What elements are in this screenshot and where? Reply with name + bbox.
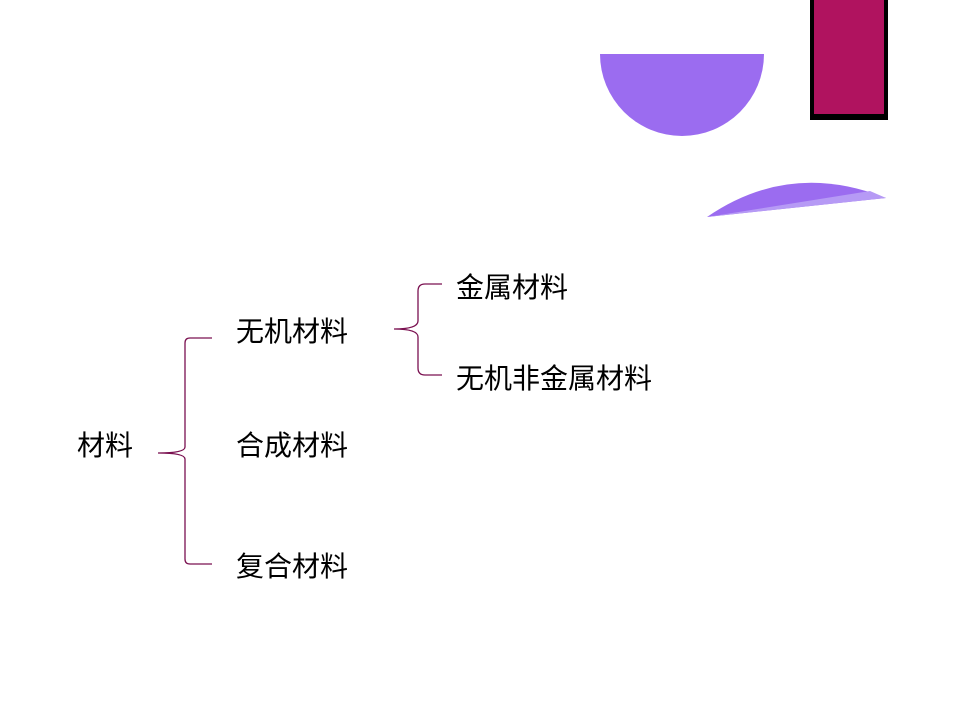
purple-wedge xyxy=(707,182,886,217)
inorganic-brace xyxy=(393,283,442,376)
inorganic-material-label: 无机材料 xyxy=(236,315,349,348)
metal-material-label: 金属材料 xyxy=(456,271,569,304)
purple-wedge-highlight xyxy=(707,191,886,217)
root-brace xyxy=(157,337,212,565)
synthetic-material-label: 合成材料 xyxy=(236,429,349,462)
purple-half-circle xyxy=(600,54,764,136)
root-node-label: 材料 xyxy=(77,429,134,462)
composite-material-label: 复合材料 xyxy=(236,550,349,583)
magenta-rectangle-fill xyxy=(814,0,884,114)
nonmetal-inorganic-material-label: 无机非金属材料 xyxy=(456,362,653,395)
